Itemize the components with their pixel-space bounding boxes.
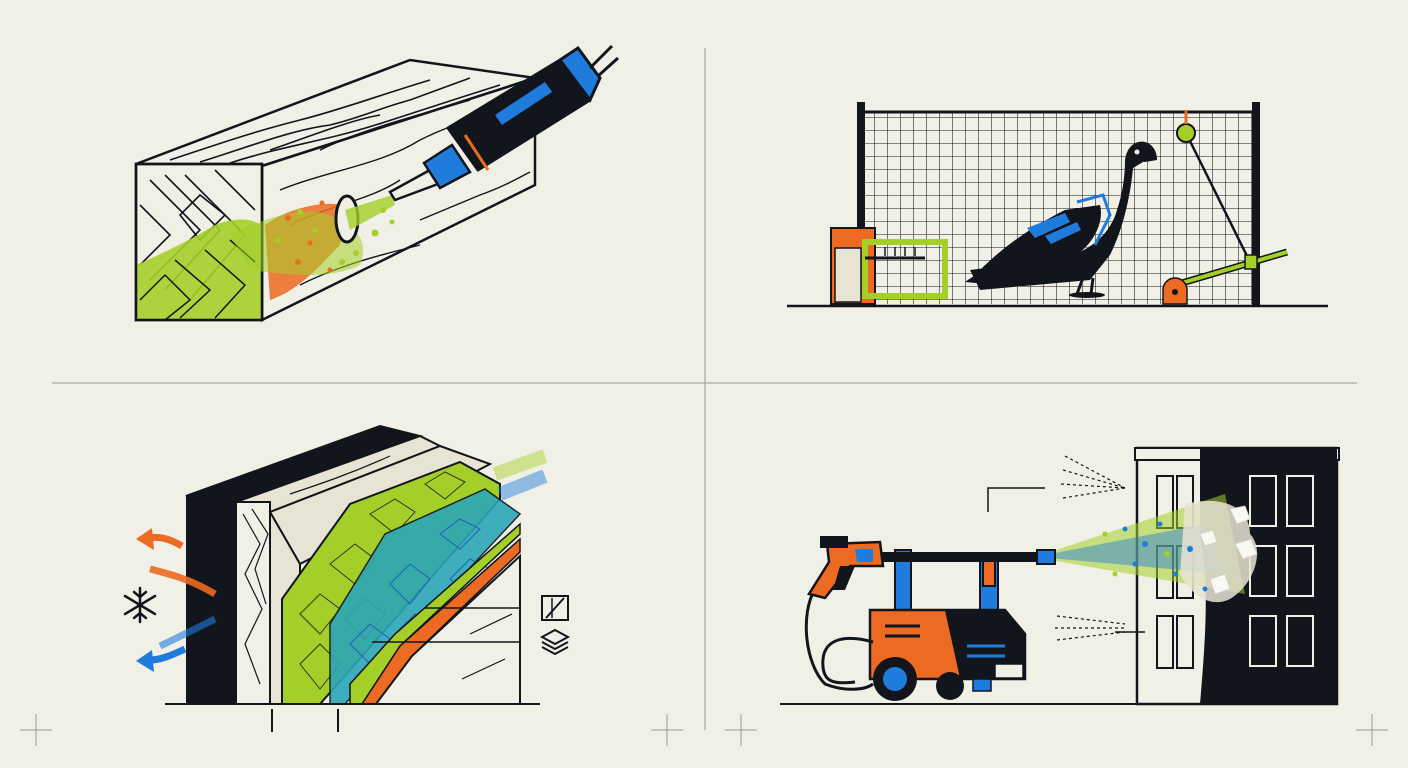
spray-particles-icon bbox=[230, 194, 395, 300]
wood-beam-icon bbox=[134, 58, 537, 323]
snowflake-icon bbox=[123, 586, 157, 624]
cut-layer-icon bbox=[541, 595, 569, 621]
corner-crosshair-mark bbox=[20, 714, 1388, 746]
cold-air-arrow-icon bbox=[136, 449, 548, 672]
pressure-washer-icon bbox=[780, 549, 1335, 705]
spray-gun-icon bbox=[807, 536, 1056, 600]
facade-pressure-washing-panel bbox=[780, 446, 1340, 706]
pigeon-icon bbox=[965, 141, 1157, 298]
warm-air-arrow-icon bbox=[136, 528, 217, 598]
wall-layers-diagram bbox=[165, 424, 540, 732]
water-spray-icon bbox=[987, 455, 1258, 641]
wood-injection-panel bbox=[134, 44, 620, 323]
trap-lever-icon bbox=[830, 110, 1288, 305]
pigeon-trap-panel bbox=[787, 102, 1328, 308]
injector-nozzle-icon bbox=[388, 44, 620, 202]
wall-insulation-panel bbox=[123, 424, 571, 732]
stacked-layers-icon bbox=[539, 628, 571, 656]
